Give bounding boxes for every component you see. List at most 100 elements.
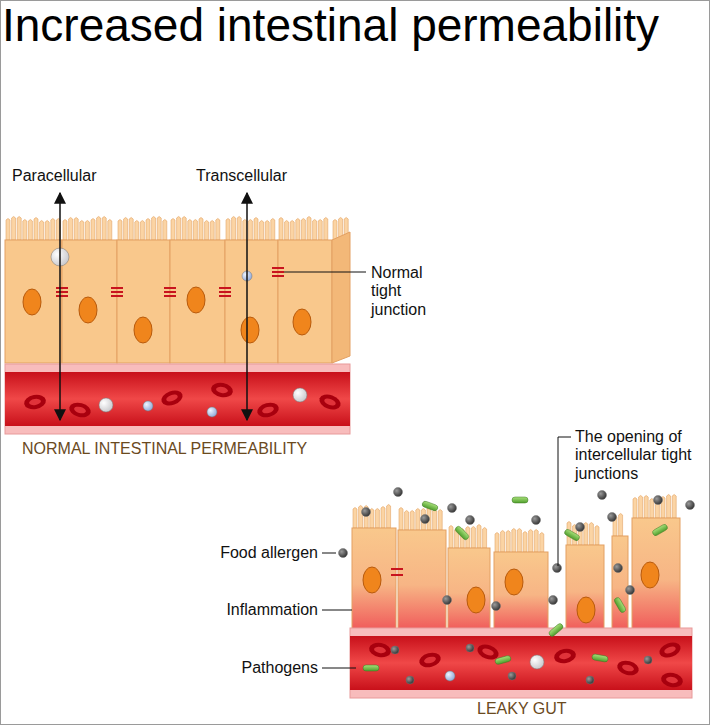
microvillus [595,526,599,546]
nucleus [79,297,97,323]
tight-junction [111,291,123,293]
microvillus [102,217,106,241]
food-allergen [406,676,414,684]
microvillus [375,509,379,529]
route-label: Transcellular [196,167,306,185]
food-allergen [492,602,501,611]
microvillus [51,219,55,241]
red-blood-cell-rim [68,400,93,419]
microvillus [177,217,181,241]
nucleus [293,309,311,335]
pathogen-rod [512,497,528,503]
tight-junction [56,291,68,293]
microvillus [69,218,73,241]
microvillus [97,217,101,241]
microvillus [279,218,283,241]
microvillus [6,219,10,241]
epithelial-cells [352,518,680,630]
tight-junction [391,568,403,570]
nucleus [134,317,152,343]
microvillus [63,220,67,241]
microvillus [540,533,544,553]
red-blood-cell-center [666,676,679,684]
red-blood-cell-rim [23,393,47,411]
red-blood-cell-center [29,398,42,406]
red-blood-cell-rim [159,388,184,409]
red-blood-cell-center [663,645,676,655]
microvillus [296,219,300,241]
microvillus [129,218,133,241]
microvillus [193,220,197,241]
microvillus [285,221,289,241]
food-allergen [553,564,562,573]
red-blood-cell-center [165,393,178,403]
microvillus [387,505,391,529]
inflamed-cell [352,528,396,630]
microvillus [85,221,89,241]
microvillus [410,511,414,531]
nucleus [241,317,259,343]
red-blood-cell [418,650,443,669]
microvillus [523,532,527,553]
food-allergen [586,676,594,684]
tight-junction [164,295,176,297]
food-allergen [644,656,652,664]
nucleus [577,597,595,623]
food-allergen [391,646,399,654]
red-blood-cell [553,647,577,665]
title: Increased intestinal permeability [2,0,659,51]
food-allergen [626,586,635,595]
food-allergen [394,488,403,497]
callout-label: Normal tight junction [371,264,451,319]
inflamed-cell [632,518,680,630]
microvillus [301,219,305,241]
food-allergen [339,549,348,558]
microvillus [416,509,420,531]
microvillus [359,506,363,529]
microvillus [449,526,453,549]
callout-label: Inflammation [188,601,318,619]
food-allergen [576,523,585,532]
epithelial-cell [278,240,332,363]
food-allergen [448,504,457,513]
blood-vessel [5,364,350,434]
microvillus [205,221,209,241]
tight-junction [164,291,176,293]
tight-junction [111,287,123,289]
microvillus [333,220,337,241]
vessel-wall [5,364,350,434]
food-allergen [508,672,516,680]
food-allergen [443,596,452,605]
food-allergen [686,501,695,510]
food-allergen [421,515,430,524]
microvillus [140,221,144,241]
microvillus [644,496,648,519]
microvillus [471,527,475,549]
vessel-lumen [5,372,350,426]
red-blood-cell-center [73,406,86,415]
microvillus [91,219,95,241]
red-blood-cell [159,388,184,409]
red-blood-cell-rim [368,641,392,659]
paracellular-arrow [59,193,61,420]
microvillus [438,510,442,531]
food-allergen [614,564,623,573]
red-blood-cell-center [374,646,387,654]
microvillus [650,499,654,519]
red-blood-cell-center [423,656,436,665]
microvillus [290,221,294,241]
microvillus [271,219,275,241]
callout-label: Food allergen [188,544,318,562]
pathogen-rod [454,525,470,541]
microvillus [248,220,252,241]
tight-junction [56,287,68,289]
nucleus [23,289,41,315]
microvillus [667,495,671,519]
microvillus [17,217,21,241]
food-allergen [466,516,475,525]
food-allergen [654,496,663,505]
microvillus [477,525,481,549]
pathogen-rod [363,665,379,671]
